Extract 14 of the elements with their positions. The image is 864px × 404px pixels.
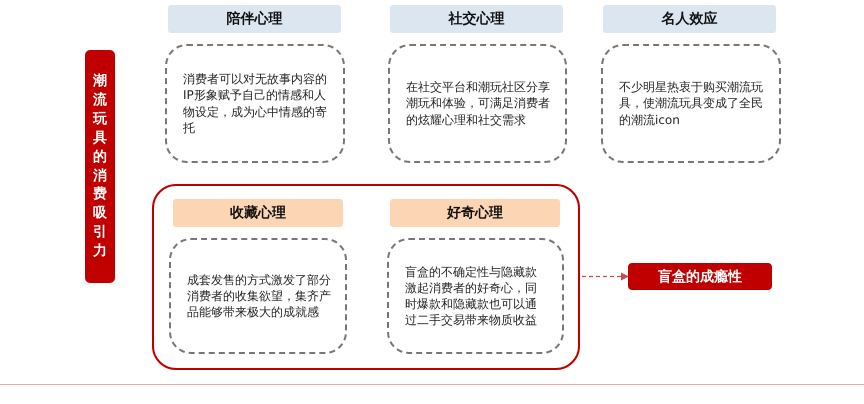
dashed-text-box: 盲盒的不确定性与隐藏款激起消费者的好奇心，同时爆款和隐藏款也可以通过二手交易带来物质收益 xyxy=(387,238,564,354)
category-header: 社交心理 xyxy=(390,5,563,33)
title-bar: 潮流玩具的消费吸引力 xyxy=(85,50,115,283)
dashed-text-box: 消费者可以对无故事内容的IP形象赋予自己的情感和人物设定，成为心中情感的寄托 xyxy=(165,44,345,163)
group-frame xyxy=(152,184,580,370)
category-header: 收藏心理 xyxy=(173,199,343,227)
dashed-text-box: 不少明星热衷于购买潮流玩具，使潮流玩具变成了全民的潮流icon xyxy=(601,44,781,163)
category-header: 名人效应 xyxy=(603,5,776,33)
dashed-text-box: 成套发售的方式激发了部分消费者的收集欲望，集齐产品能够带来极大的成就感 xyxy=(169,238,347,354)
dashed-text-box: 在社交平台和潮玩社区分享潮玩和体验，可满足消费者的炫耀心理和社交需求 xyxy=(388,44,567,163)
result-box: 盲盒的成瘾性 xyxy=(628,263,772,290)
category-header: 陪伴心理 xyxy=(168,5,341,33)
dashed-arrow xyxy=(582,272,629,280)
category-header: 好奇心理 xyxy=(390,199,560,227)
